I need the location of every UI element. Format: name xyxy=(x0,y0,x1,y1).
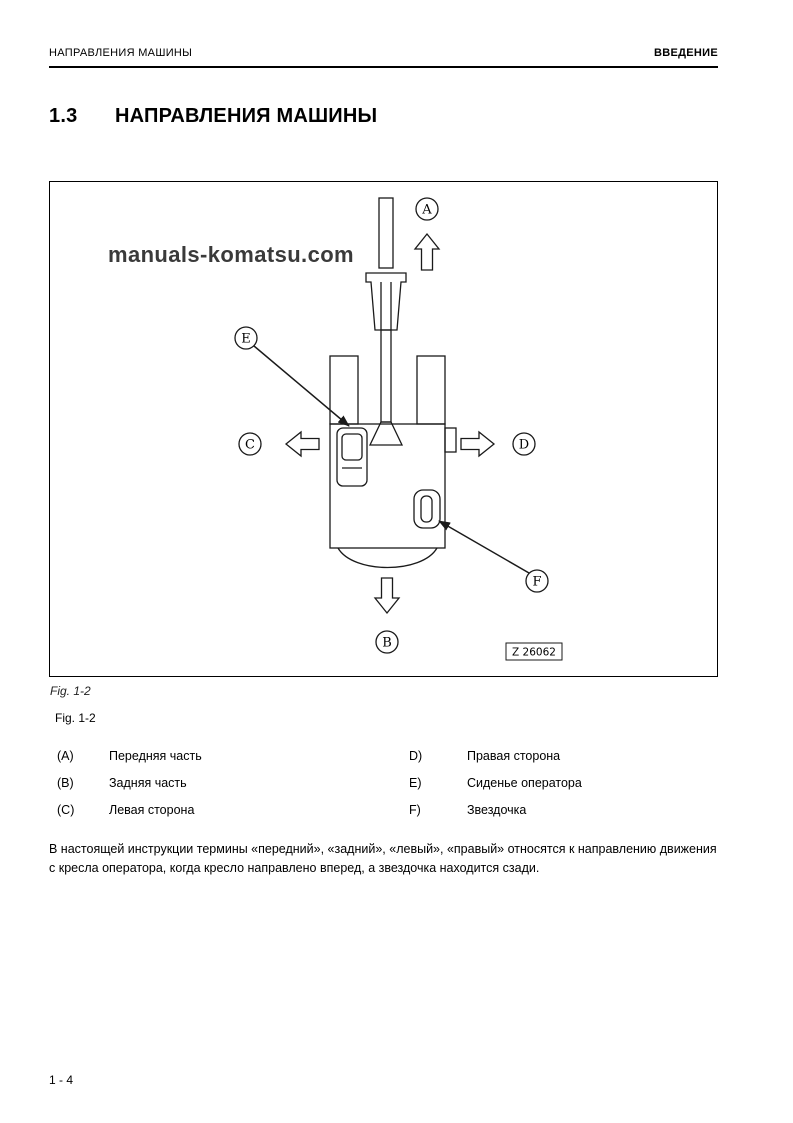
page-header: НАПРАВЛЕНИЯ МАШИНЫ ВВЕДЕНИЕ xyxy=(49,47,718,59)
legend-label-b: Задняя часть xyxy=(109,776,187,790)
legend-key-c: (C) xyxy=(57,803,75,817)
legend-key-d: D) xyxy=(409,749,423,763)
page-number: 1 - 4 xyxy=(49,1073,74,1087)
callout-b: B xyxy=(375,630,399,654)
machine-direction-diagram: A B C D E xyxy=(234,197,563,661)
counterweight-arc xyxy=(337,547,438,569)
arrow-right xyxy=(460,430,496,458)
arrow-up xyxy=(413,232,441,271)
svg-text:D: D xyxy=(519,438,529,453)
boom-upper xyxy=(378,197,394,269)
drawing-code: Z 26062 xyxy=(512,647,556,659)
header-left-title: НАПРАВЛЕНИЯ МАШИНЫ xyxy=(49,47,193,59)
operator-seat xyxy=(336,427,368,487)
figure-legend: (A) Передняя часть D) Правая сторона (B)… xyxy=(57,749,719,817)
legend-key-f: F) xyxy=(409,803,421,817)
drawing-code-box: Z 26062 xyxy=(505,642,563,661)
figure-box: A B C D E xyxy=(49,181,718,677)
callouts: A B C D E xyxy=(234,197,549,654)
side-notch xyxy=(444,427,457,453)
sprocket xyxy=(413,489,441,529)
callout-e: E xyxy=(234,326,258,350)
callout-f-leader xyxy=(438,520,530,574)
callout-d: D xyxy=(512,432,536,456)
svg-text:A: A xyxy=(421,203,432,218)
callout-f: F xyxy=(525,569,549,593)
figure-caption-italic: Fig. 1-2 xyxy=(50,684,91,698)
machine-top-view xyxy=(329,197,457,569)
svg-text:F: F xyxy=(532,575,541,590)
boom-lower xyxy=(380,329,392,423)
legend-label-d: Правая сторона xyxy=(467,749,561,763)
arrow-left xyxy=(284,430,320,458)
right-tower xyxy=(416,355,446,425)
direction-arrows xyxy=(284,232,496,615)
svg-text:E: E xyxy=(241,332,251,347)
legend-key-e: E) xyxy=(409,776,422,790)
section-number: 1.3 xyxy=(49,105,78,128)
body-paragraph: В настоящей инструкции термины «передний… xyxy=(49,842,717,876)
legend-label-c: Левая сторона xyxy=(109,803,195,817)
boom-mount xyxy=(368,421,404,446)
legend-key-a: (A) xyxy=(57,749,74,763)
section-title-text: НАПРАВЛЕНИЯ МАШИНЫ xyxy=(115,105,378,128)
header-right-title: ВВЕДЕНИЕ xyxy=(654,47,718,59)
callout-a: A xyxy=(415,197,439,221)
callout-e-leader xyxy=(253,345,350,427)
watermark-text: manuals-komatsu.com xyxy=(108,242,355,267)
attachment xyxy=(365,272,407,331)
svg-text:C: C xyxy=(245,438,255,453)
legend-label-f: Звездочка xyxy=(467,803,527,817)
header-rule xyxy=(49,66,718,68)
legend-key-b: (B) xyxy=(57,776,74,790)
machine-body xyxy=(329,423,446,549)
legend-label-e: Сиденье оператора xyxy=(467,776,582,790)
legend-label-a: Передняя часть xyxy=(109,749,202,763)
callout-c: C xyxy=(238,432,262,456)
arrow-down xyxy=(373,577,401,615)
svg-text:B: B xyxy=(382,636,392,651)
section-title: 1.3 НАПРАВЛЕНИЯ МАШИНЫ xyxy=(49,105,377,128)
figure-caption: Fig. 1-2 xyxy=(55,711,96,725)
